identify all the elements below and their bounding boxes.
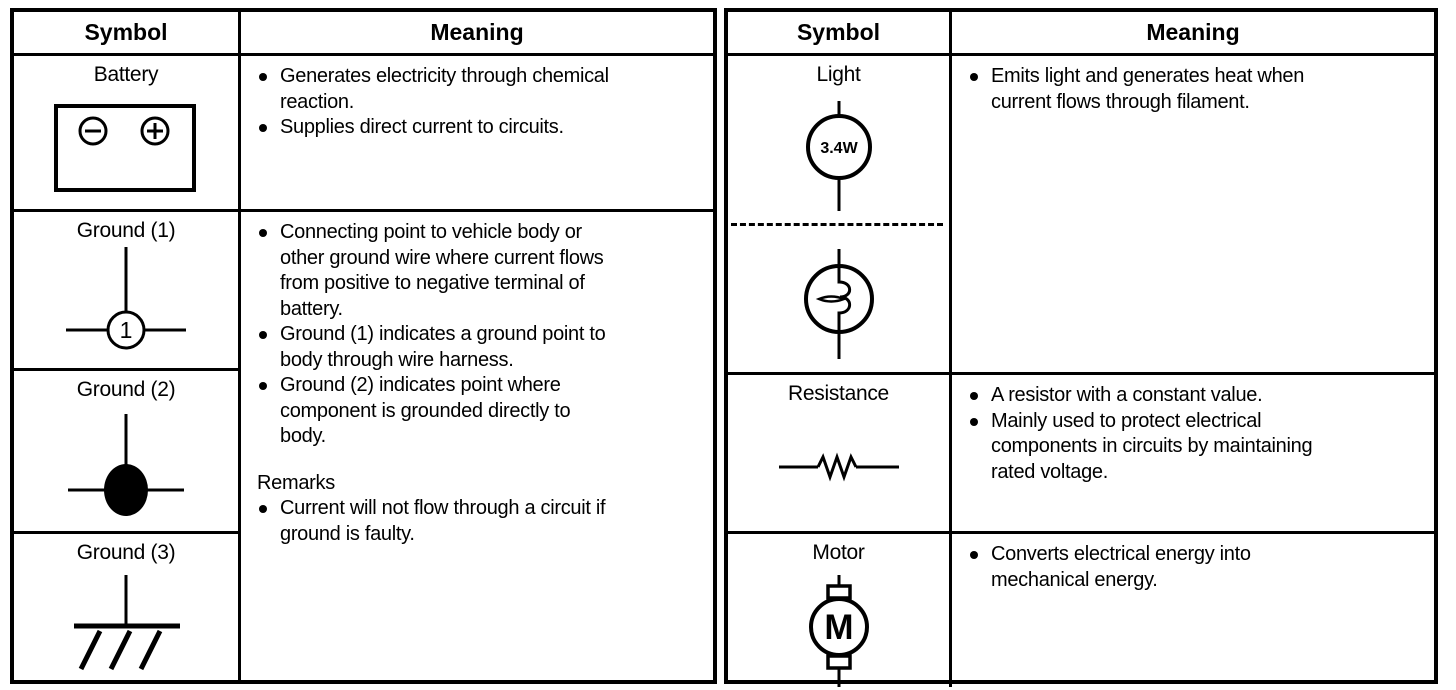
light-bullet-1-text: Emits light and generates heat when curr… [991, 65, 1305, 113]
resistance-bullet-1: A resistor with a constant value. [968, 383, 1430, 409]
motor-letter: M [824, 608, 853, 647]
light-bulb-watt-icon: 3.4W [805, 101, 872, 211]
ground-bullet-3: Ground (2) indicates point where compone… [257, 373, 709, 450]
light-symbol-cell: Light 3.4W [728, 53, 952, 372]
bullet-dot-icon [259, 505, 267, 513]
battery-symbol-cell: Battery [14, 53, 241, 209]
symbol-table-left: Symbol Meaning Battery Generates electri… [10, 8, 717, 684]
battery-meaning-cell: Generates electricity through chemical r… [241, 53, 713, 209]
right-header-symbol: Symbol [728, 12, 952, 53]
right-header-meaning: Meaning [952, 12, 1434, 53]
light-wattage: 3.4W [820, 140, 858, 157]
ground3-label: Ground (3) [76, 541, 176, 564]
battery-label: Battery [93, 63, 159, 86]
ground-bullet-3-text: Ground (2) indicates point where compone… [280, 374, 571, 447]
left-header-symbol: Symbol [14, 12, 241, 53]
battery-bullet-2: Supplies direct current to circuits. [257, 115, 709, 141]
bullet-dot-icon [970, 551, 978, 559]
ground1-number: 1 [120, 317, 133, 343]
ground-bullet-2: Ground (1) indicates a ground point to b… [257, 322, 709, 373]
ground3-symbol-icon [74, 575, 180, 671]
ground1-symbol-icon: 1 [66, 247, 186, 350]
battery-bullet-2-text: Supplies direct current to circuits. [280, 116, 564, 138]
motor-label: Motor [812, 541, 865, 564]
motor-symbol-icon: M [808, 575, 869, 687]
bullet-dot-icon [970, 392, 978, 400]
battery-symbol-icon [54, 104, 196, 192]
light-bullet-1: Emits light and generates heat when curr… [968, 64, 1430, 115]
left-header-meaning-label: Meaning [430, 19, 524, 45]
bullet-dot-icon [259, 331, 267, 339]
ground2-symbol-cell: Ground (2) [14, 368, 241, 531]
light-meaning-cell: Emits light and generates heat when curr… [952, 53, 1434, 372]
right-header-symbol-label: Symbol [796, 19, 881, 45]
resistance-bullet-2: Mainly used to protect electrical compon… [968, 409, 1430, 486]
resistance-symbol-icon [778, 452, 899, 482]
left-header-meaning: Meaning [241, 12, 713, 53]
resistance-label: Resistance [788, 382, 889, 405]
ground-bullet-1: Connecting point to vehicle body or othe… [257, 220, 709, 322]
left-header-symbol-label: Symbol [84, 19, 168, 45]
light-bulb-filament-icon [803, 249, 874, 359]
bullet-dot-icon [259, 124, 267, 132]
remarks-bullet: Current will not flow through a circuit … [257, 496, 709, 547]
symbol-table-right: Symbol Meaning Light 3.4W [724, 8, 1438, 687]
bullet-dot-icon [259, 382, 267, 390]
motor-symbol-cell: Motor M [728, 531, 952, 687]
bullet-dot-icon [970, 73, 978, 81]
remarks-heading: Remarks [257, 471, 335, 494]
motor-bullet-1: Converts electrical energy into mechanic… [968, 542, 1430, 593]
motor-meaning-cell: Converts electrical energy into mechanic… [952, 531, 1434, 687]
light-label: Light [816, 63, 861, 86]
resistance-bullet-2-text: Mainly used to protect electrical compon… [991, 409, 1313, 483]
ground2-symbol-icon [68, 414, 184, 516]
ground-bullet-2-text: Ground (1) indicates a ground point to b… [280, 323, 606, 371]
ground-bullet-1-text: Connecting point to vehicle body or othe… [280, 221, 604, 320]
resistance-symbol-cell: Resistance [728, 372, 952, 531]
bullet-dot-icon [259, 73, 267, 81]
battery-bullet-1: Generates electricity through chemical r… [257, 64, 709, 115]
bullet-dot-icon [259, 229, 267, 237]
bullet-dot-icon [970, 417, 978, 426]
battery-bullet-1-text: Generates electricity through chemical r… [280, 65, 609, 113]
ground-meaning-cell: Connecting point to vehicle body or othe… [241, 209, 713, 680]
ground2-label: Ground (2) [76, 378, 176, 401]
ground1-symbol-cell: Ground (1) 1 [14, 209, 241, 368]
ground1-label: Ground (1) [76, 219, 176, 242]
remarks-bullet-text: Current will not flow through a circuit … [280, 497, 606, 545]
light-cell-dashed-divider [731, 223, 943, 226]
resistance-meaning-cell: A resistor with a constant value. Mainly… [952, 372, 1434, 531]
motor-bullet-1-text: Converts electrical energy into mechanic… [991, 543, 1251, 591]
right-header-meaning-label: Meaning [1146, 19, 1240, 45]
resistance-bullet-1-text: A resistor with a constant value. [991, 384, 1263, 406]
ground3-symbol-cell: Ground (3) [14, 531, 241, 680]
